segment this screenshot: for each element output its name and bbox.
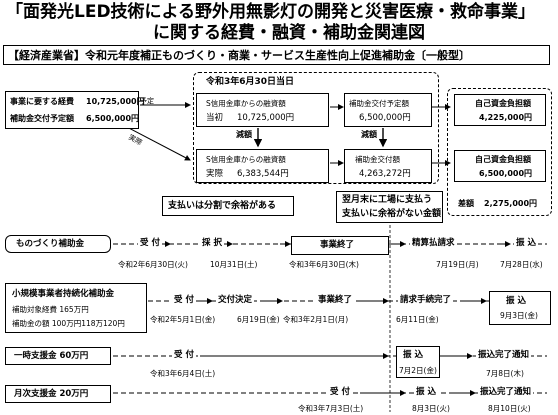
installment-note: 支払いは分割で余裕がある — [168, 201, 277, 211]
grant-planned-label: 補助金交付予定額 — [349, 99, 409, 108]
getsuji-date-3: 8月10日(火) — [488, 404, 531, 413]
ichiji-date-1: 令和3年6月4日(土) — [150, 369, 216, 378]
monozukuri-date-1: 令和2年6月30日(火) — [118, 260, 188, 269]
june30-header: 令和3年6月30日当日 — [206, 77, 295, 87]
arrow-plan-label: 予定 — [140, 97, 154, 105]
jizoku-sub2: 補助金の額 100万円118万120円 — [12, 319, 125, 328]
project-cost-box: 事業に要する経費 10,725,000円 補助金交付予定額 6,500,000円 — [5, 91, 145, 129]
getsuji-step-3: 振込完了通知 — [478, 387, 534, 397]
grant-actual-value: 4,263,272円 — [359, 169, 411, 179]
page-title-line1: 「面発光LED技術による野外用無影灯の開発と災害医療・救命事業」 — [6, 2, 536, 22]
getsuji-date-1: 令和3年7月3日(土) — [298, 404, 364, 413]
ichiji-date-3: 7月8日(木) — [486, 369, 524, 378]
jizoku-step-1: 受 付 — [172, 295, 196, 305]
jizoku-step-4: 請求手続完了 — [398, 295, 454, 305]
subsidy-banner: 【経済産業省】令和元年度補正ものづくり・商業・サービス生産性向上促進補助金〔一般… — [3, 45, 550, 65]
jizoku-sub1: 補助対象経費 165万円 — [12, 305, 89, 314]
installment-note-box: 支払いは分割で余裕がある — [162, 196, 294, 216]
monozukuri-date-3: 令和3年6月30日(木) — [289, 260, 359, 269]
loan-actual-label: S信用金庫からの融資額 — [206, 155, 286, 164]
jizoku-label: 小規模事業者持続化補助金 — [12, 289, 115, 299]
next-month-note-2: 支払いに余裕がない金額 — [342, 209, 442, 219]
monozukuri-end-box: 事業終了 — [291, 236, 389, 255]
project-grant-label: 補助金交付予定額 — [10, 114, 74, 123]
jizoku-date-5: 9月3日(金) — [500, 311, 538, 320]
self-funds-bottom-label: 自己資金負担額 — [475, 155, 531, 164]
grant-actual-label: 補助金交付額 — [355, 155, 400, 164]
june30-dashed-frame — [193, 72, 439, 184]
loan-actual-box: S信用金庫からの融資額 実際 6,383,544円 — [196, 149, 329, 183]
monozukuri-step-5: 振 込 — [514, 238, 538, 248]
ichiji-step-1: 受 付 — [172, 350, 196, 360]
project-grant-value: 6,500,000円 — [86, 114, 140, 123]
monozukuri-step-2: 採 択 — [200, 238, 224, 248]
loan-actual-value: 6,383,544円 — [237, 169, 289, 179]
loan-planned-sub: 当初 — [206, 113, 224, 123]
monozukuri-label: ものづくり補助金 — [16, 239, 85, 249]
self-funds-top-label: 自己資金負担額 — [475, 99, 531, 108]
grant-planned-value: 6,500,000円 — [359, 113, 411, 123]
self-funds-bottom-box: 自己資金負担額 6,500,000円 — [454, 150, 546, 182]
monozukuri-step-1: 受 付 — [138, 238, 162, 248]
jizoku-date-2: 6月19日(金) — [237, 315, 280, 324]
self-funds-dashed-frame — [447, 88, 552, 216]
loan-planned-box: S信用金庫からの融資額 当初 10,725,000円 — [196, 93, 329, 127]
monozukuri-step-4: 精算払請求 — [410, 238, 457, 248]
jizoku-date-1: 令和2年5月1日(金) — [150, 315, 216, 324]
loan-actual-sub: 実際 — [206, 169, 224, 179]
ichiji-label: 一時支援金 60万円 — [14, 351, 89, 361]
getsuji-step-2: 振 込 — [414, 387, 438, 397]
loan-reduced-label: 減額 — [236, 130, 252, 139]
self-funds-top-box: 自己資金負担額 4,225,000円 — [454, 94, 546, 126]
jizoku-transfer-box: 振 込 9月3日(金) — [489, 291, 551, 325]
jizoku-step-3: 事業終了 — [316, 295, 355, 305]
loan-planned-value: 10,725,000円 — [237, 113, 295, 123]
grant-actual-box: 補助金交付額 4,263,272円 — [344, 149, 432, 183]
getsuji-date-2: 8月3日(火) — [412, 404, 450, 413]
monozukuri-date-2: 10月31日(土) — [210, 260, 258, 269]
ichiji-step-2: 振 込 — [403, 350, 423, 360]
jizoku-date-3: 令和3年2月1日(月) — [283, 315, 349, 324]
self-funds-diff-label: 差額 — [458, 199, 474, 208]
jizoku-label-box: 小規模事業者持続化補助金 補助対象経費 165万円 補助金の額 100万円118… — [5, 283, 147, 333]
ichiji-date-2: 7月2日(金) — [399, 366, 437, 375]
monozukuri-date-4: 7月19日(月) — [436, 260, 479, 269]
self-funds-diff-value: 2,275,000円 — [484, 199, 538, 208]
monozukuri-step-3: 事業終了 — [320, 240, 355, 250]
loan-planned-label: S信用金庫からの融資額 — [206, 99, 286, 108]
ichiji-transfer-box: 振 込 7月2日(金) — [396, 346, 440, 378]
getsuji-step-1: 受 付 — [328, 387, 352, 397]
getsuji-label: 月次支援金 20万円 — [14, 389, 89, 399]
monozukuri-label-box: ものづくり補助金 — [5, 235, 111, 253]
project-cost-value: 10,725,000円 — [86, 97, 145, 106]
self-funds-top-value: 4,225,000円 — [479, 113, 533, 122]
next-month-note-box: 翌月末に工場に支払う 支払いに余裕がない金額 — [336, 191, 443, 223]
ichiji-step-3: 振込完了通知 — [476, 350, 532, 360]
project-cost-label: 事業に要する経費 — [10, 97, 74, 106]
ichiji-label-box: 一時支援金 60万円 — [5, 347, 111, 365]
jizoku-step-5: 振 込 — [506, 296, 526, 306]
grant-reduced-label: 減額 — [361, 130, 377, 139]
getsuji-label-box: 月次支援金 20万円 — [5, 385, 111, 403]
jizoku-date-4: 6月11日(金) — [396, 315, 439, 324]
monozukuri-date-5: 7月28日(水) — [500, 260, 543, 269]
subsidy-banner-text: 【経済産業省】令和元年度補正ものづくり・商業・サービス生産性向上促進補助金〔一般… — [8, 49, 470, 62]
page-title-line2: に関する経費・融資・補助金関連図 — [153, 23, 425, 43]
jizoku-step-2: 交付決定 — [216, 295, 255, 305]
self-funds-bottom-value: 6,500,000円 — [479, 169, 533, 178]
grant-planned-box: 補助金交付予定額 6,500,000円 — [344, 93, 432, 127]
next-month-note-1: 翌月末に工場に支払う — [342, 195, 433, 205]
